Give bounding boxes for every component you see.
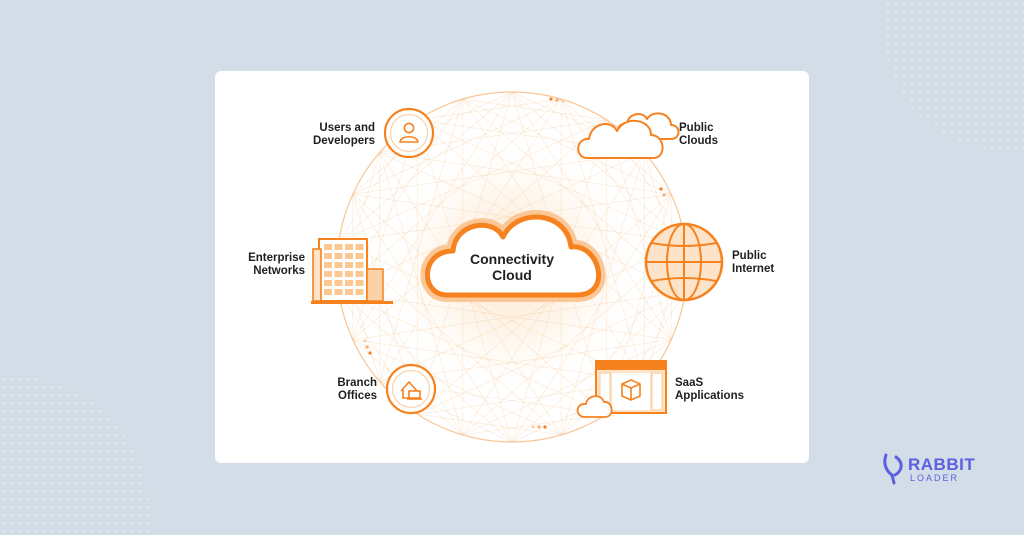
enterprise-label-line2: Networks: [253, 265, 305, 277]
public-clouds-label-line2: Clouds: [679, 135, 718, 147]
building-window: [324, 271, 332, 277]
mesh-line: [417, 98, 562, 121]
building-window: [334, 262, 343, 268]
public-clouds-label: Public Clouds: [679, 122, 718, 148]
building-window: [334, 253, 343, 259]
mesh-line: [379, 152, 672, 195]
mesh-line: [338, 241, 645, 382]
branch-office-icon: [385, 363, 437, 415]
building-window: [345, 262, 353, 268]
mesh-line: [338, 119, 607, 243]
mesh-line: [338, 91, 513, 243]
mesh-line: [462, 98, 607, 121]
users-label-line2: Developers: [312, 135, 375, 147]
building-window: [334, 289, 343, 295]
logo-text: RABBIT LOADER: [908, 456, 975, 483]
public-internet-label-line1: Public: [732, 250, 767, 262]
mesh-line: [417, 291, 686, 415]
enterprise-label-line1: Enterprise: [248, 252, 305, 264]
mesh-line: [462, 413, 607, 436]
mesh-line: [352, 194, 513, 443]
logo-text-line2: LOADER: [910, 472, 960, 483]
mesh-line: [462, 98, 672, 195]
saas-label-line2: Applications: [675, 390, 745, 402]
public-clouds-label-line1: Public: [679, 122, 714, 134]
diagram-card: Connectivity Cloud Users and Developers …: [215, 71, 809, 463]
mesh-line: [338, 291, 607, 415]
decorative-dots-bottom-left: [0, 375, 150, 535]
center-label: Connectivity Cloud: [462, 251, 562, 283]
public-clouds-icon: [577, 112, 680, 159]
building-window: [355, 280, 364, 286]
mesh-line: [417, 194, 672, 415]
building-window: [345, 271, 353, 277]
mesh-line: [338, 291, 672, 341]
building-window: [345, 244, 353, 250]
building-window: [355, 271, 364, 277]
building-window: [334, 280, 343, 286]
connectivity-cloud-icon: [420, 210, 606, 302]
mesh-line: [352, 339, 562, 436]
branch-label-line2: Offices: [338, 390, 377, 402]
mesh-line: [338, 291, 513, 443]
branch-label: Branch Offices: [337, 377, 377, 403]
building-window: [355, 262, 364, 268]
logo-text-line1: RABBIT: [908, 454, 976, 474]
enterprise-label: Enterprise Networks: [248, 252, 305, 278]
building-window: [334, 244, 343, 250]
building-window: [345, 289, 353, 295]
mesh-line: [560, 98, 645, 382]
mesh-line: [417, 119, 686, 243]
mesh-line: [352, 98, 562, 195]
building-window: [324, 289, 332, 295]
users-label: Users and Developers: [313, 122, 375, 148]
ring-dot-accents: [363, 97, 666, 429]
mesh-line: [511, 194, 672, 443]
saas-label: SaaS Applications: [675, 377, 744, 403]
mesh-line: [338, 193, 672, 243]
building-window: [355, 253, 364, 259]
public-internet-label: Public Internet: [732, 250, 774, 276]
user-icon: [383, 107, 435, 159]
saas-window-icon: [576, 360, 667, 418]
mesh-line: [379, 152, 464, 436]
center-label-line2: Cloud: [492, 267, 532, 283]
mesh-line: [352, 152, 645, 195]
mesh-line: [352, 194, 607, 415]
saas-label-line1: SaaS: [675, 377, 704, 389]
mesh-line: [560, 152, 645, 436]
connectivity-diagram: [311, 91, 724, 443]
building-window: [345, 253, 353, 259]
building-window: [345, 280, 353, 286]
building-window: [324, 280, 332, 286]
center-label-line1: Connectivity: [469, 251, 554, 267]
mesh-line: [462, 339, 672, 436]
public-internet-label-line2: Internet: [732, 263, 775, 275]
building-window: [324, 262, 332, 268]
mesh-line: [338, 98, 562, 293]
building-icon: [311, 238, 393, 304]
building-window: [355, 289, 364, 295]
rabbit-loader-logo: RABBIT LOADER: [882, 453, 975, 485]
building-window: [334, 271, 343, 277]
users-label-line1: Users and: [319, 122, 375, 134]
decorative-dots-top-right: [884, 0, 1024, 150]
building-window: [324, 253, 332, 259]
mesh-line: [379, 241, 686, 382]
globe-icon: [644, 222, 724, 302]
mesh-line: [417, 413, 562, 436]
mesh-line: [352, 291, 686, 341]
building-window: [355, 244, 364, 250]
mesh-line: [511, 91, 672, 340]
branch-label-line1: Branch: [337, 377, 377, 389]
mesh-line: [511, 91, 686, 243]
mesh-line: [379, 98, 464, 382]
building-window: [324, 244, 332, 250]
rabbit-ears-icon: [883, 453, 903, 485]
